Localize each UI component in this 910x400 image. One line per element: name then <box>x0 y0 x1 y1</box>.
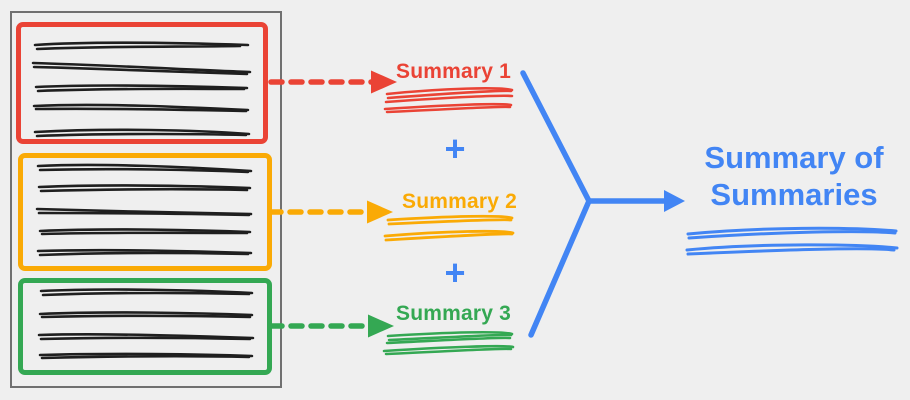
sketch-line <box>36 248 253 255</box>
sketch-line <box>40 314 252 319</box>
sketch-line <box>31 61 252 74</box>
sketch-line <box>37 211 251 217</box>
plus-operator-2: + <box>444 252 466 293</box>
documents-container <box>10 11 282 388</box>
sketch-line <box>32 65 249 76</box>
summary-1-scribbles <box>383 87 514 114</box>
sketch-line <box>384 94 514 104</box>
merge-lines <box>520 70 669 338</box>
sketch-line <box>35 44 242 51</box>
sketch-line <box>36 163 253 173</box>
sketch-line <box>37 184 252 190</box>
summary-3-label: Summary 3 <box>396 302 512 325</box>
sketch-line <box>36 87 246 93</box>
document-2-text-scribbles <box>35 163 253 257</box>
summary-2-label: Summary 2 <box>402 190 518 213</box>
plus-operator-1: + <box>444 128 466 169</box>
sketch-line <box>39 288 254 295</box>
sketch-line <box>37 333 255 340</box>
document-1-text-scribbles <box>31 41 252 138</box>
sketch-line <box>384 232 514 242</box>
sketch-line <box>383 229 515 238</box>
sketch-line <box>384 347 513 356</box>
sketch-line <box>386 330 514 338</box>
sketch-line <box>38 352 254 358</box>
summary-3-scribbles <box>382 330 515 356</box>
merge-line-top <box>520 70 592 204</box>
sketch-line <box>382 344 515 353</box>
sketch-line <box>32 103 250 112</box>
sketch-line <box>38 311 254 317</box>
sketch-line <box>39 188 249 193</box>
summary-2-scribbles <box>383 214 515 242</box>
sketch-line <box>387 218 513 226</box>
sketch-line <box>687 230 897 240</box>
sketch-line <box>385 336 512 345</box>
sketch-line <box>386 214 514 222</box>
sketch-line <box>387 333 513 342</box>
sketch-line <box>33 128 251 136</box>
sketch-line <box>685 243 899 252</box>
sketch-line <box>386 89 513 100</box>
sketch-line <box>686 247 896 256</box>
arrowhead-red <box>371 70 397 94</box>
sketch-line <box>38 251 250 257</box>
arrowhead-orange <box>367 200 393 224</box>
sketch-line <box>385 87 514 96</box>
sketch-line <box>33 41 250 47</box>
sketch-line <box>41 291 251 297</box>
sketch-line <box>35 132 248 138</box>
sketch-line <box>385 105 512 114</box>
sketch-line <box>38 228 252 234</box>
sketch-line <box>34 84 249 90</box>
sketch-line <box>34 107 248 113</box>
arrowhead-green <box>368 314 394 338</box>
arrowhead-blue <box>664 190 685 212</box>
summary-1-label: Summary 1 <box>396 60 512 83</box>
sketch-line <box>383 102 513 111</box>
sketch-line <box>38 167 250 174</box>
document-3-text-scribbles <box>37 288 255 360</box>
document-box-1 <box>16 22 268 144</box>
sketch-line <box>40 355 251 360</box>
result-title: Summary of Summaries <box>704 140 884 212</box>
sketch-line <box>686 226 898 236</box>
result-scribbles <box>685 226 899 256</box>
merge-line-bottom <box>528 198 592 338</box>
sketch-line <box>40 231 249 236</box>
sketch-line <box>39 336 252 341</box>
